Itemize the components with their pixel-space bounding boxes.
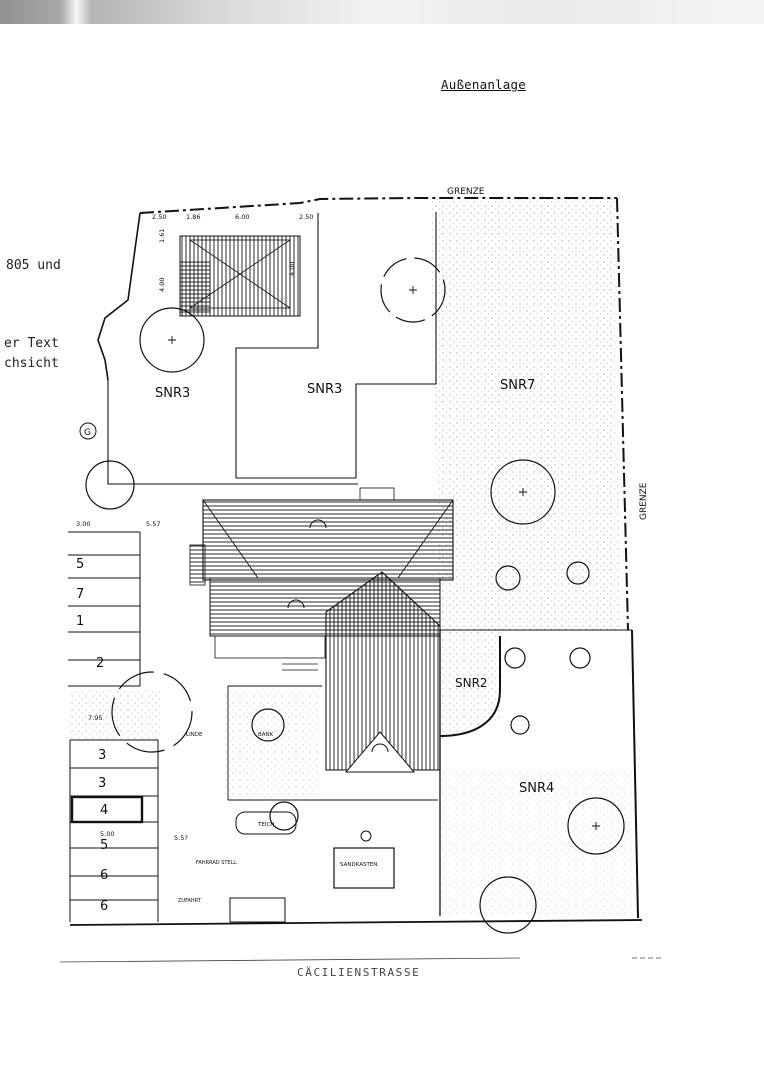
small-label-linde: LINDE: [186, 732, 203, 738]
dimension-label: 3.00: [76, 520, 90, 528]
small-label-bank: BANK: [258, 732, 274, 738]
dimension-label: 7.95: [88, 714, 102, 722]
plan-labels: GRENZE GRENZE SNR3 SNR3 SNR7 SNR2 SNR4 G…: [76, 187, 649, 914]
parking-number: 3: [98, 776, 106, 791]
zone-label-snr4: SNR4: [519, 781, 554, 796]
page-title: Außenanlage: [441, 77, 526, 92]
parking-number: 2: [96, 656, 104, 671]
zone-label-snr3-left: SNR3: [155, 386, 190, 401]
parking-number: 6: [100, 868, 108, 883]
parking-number: 6: [100, 899, 108, 914]
street-name: CÄCILIENSTRASSE: [297, 966, 421, 979]
street-edge: [59, 957, 664, 963]
dimension-label: 6.00: [235, 213, 249, 221]
parking-number: 5: [100, 838, 108, 853]
small-label-teich: TEICH: [257, 822, 274, 828]
zone-label-snr2: SNR2: [455, 676, 488, 690]
dimension-label: 1.86: [186, 213, 200, 221]
margin-text-line: 805 und: [6, 258, 61, 273]
small-label-sandkasten: SANDKASTEN: [340, 862, 377, 868]
dimension-label: 5.5?: [174, 834, 188, 842]
zone-label-snr7: SNR7: [500, 378, 535, 393]
zone-label-snr3-mid: SNR3: [307, 382, 342, 397]
parking-number: 1: [76, 614, 84, 629]
marker-circle: [79, 422, 97, 440]
main-building: [189, 487, 454, 773]
parking-number: 4: [100, 803, 108, 818]
parking-number: 3: [98, 748, 106, 763]
scan-artifact: [0, 0, 764, 24]
dimension-label: 2.50: [299, 213, 313, 221]
parking-number: 7: [76, 587, 84, 602]
dimension-label: 4.00: [158, 278, 166, 292]
garage-building: [179, 235, 301, 317]
dimension-label: 5.00: [100, 830, 114, 838]
boundary-label-top: GRENZE: [447, 187, 485, 197]
garden-elements: [227, 663, 438, 923]
property-boundary: [69, 197, 643, 926]
boundary-label-right: GRENZE: [639, 482, 649, 520]
small-label-zufahrt: ZUFAHRT: [178, 898, 202, 904]
parking-number: 5: [76, 557, 84, 572]
dimension-label: 4.00: [288, 262, 296, 276]
parking-bays: [68, 531, 159, 922]
vegetation-stipple: [70, 198, 632, 915]
dimension-label: 1.61: [158, 229, 166, 243]
dimension-label: 5.57: [146, 520, 160, 528]
margin-text-line: chsicht: [4, 356, 59, 371]
marker-g: G: [84, 428, 91, 438]
dimension-label: 2.50: [152, 213, 166, 221]
trees: [85, 257, 625, 934]
small-label-fahrrad: FAHRRAD STELL.: [196, 860, 238, 866]
margin-text-line: er Text: [4, 336, 59, 351]
